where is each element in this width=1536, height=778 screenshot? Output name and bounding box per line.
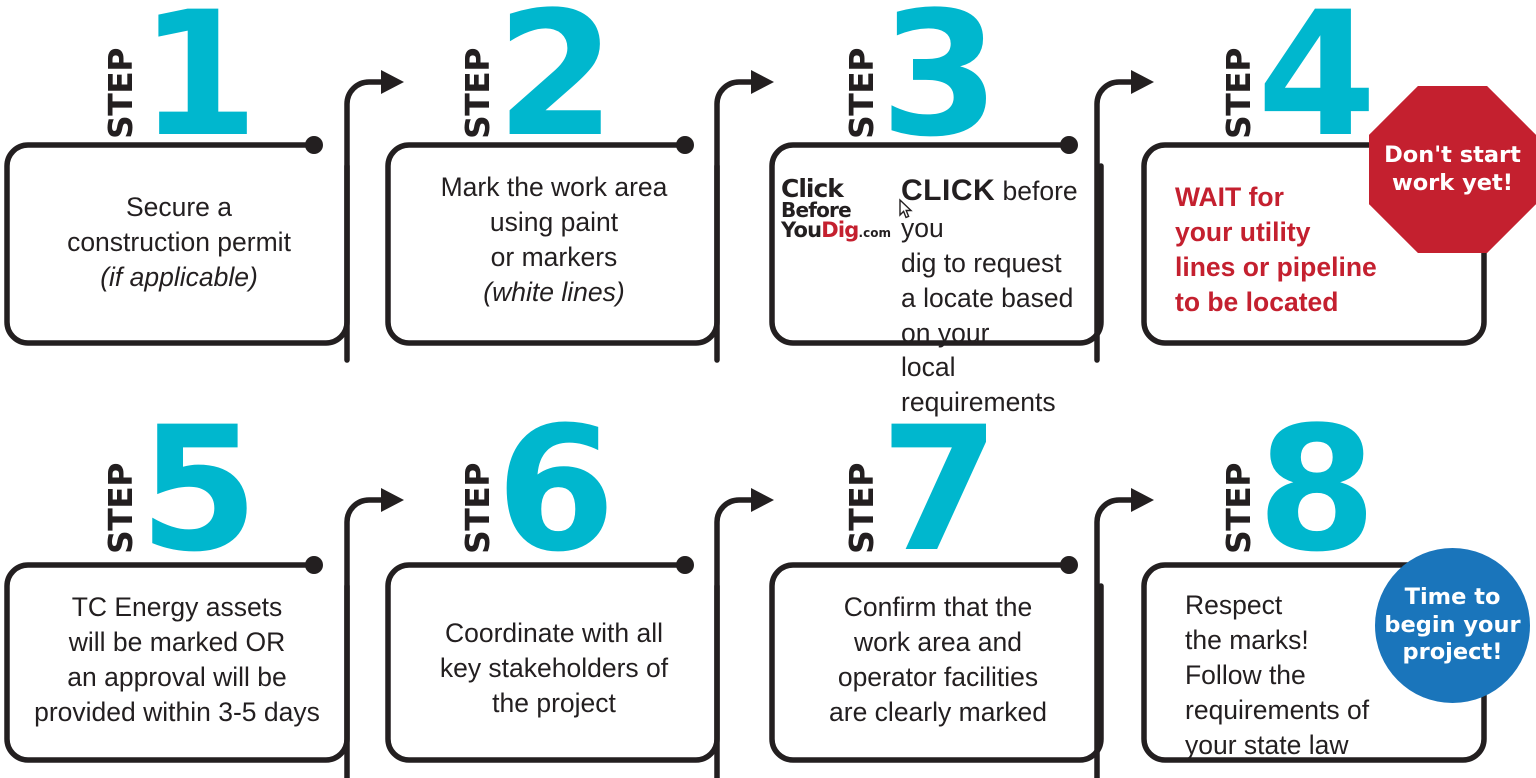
step-8-box: Respect the marks! Follow the requiremen… [1137,558,1497,773]
step-7-number: 7 [880,389,1000,590]
step-6-number: 6 [496,389,616,590]
step-7-box: Confirm that the work area and operator … [765,556,1120,773]
step-6-text: Coordinate with all key stakeholders of … [439,618,669,718]
logo-line-before: Before [781,197,913,221]
step-7-text: Confirm that the work area and operator … [829,592,1047,727]
step-2-connector-dot [676,136,694,154]
step-3-number: 3 [880,0,1000,175]
step-5-text: TC Energy assets will be marked OR an ap… [34,592,320,727]
step-3-label: STEP [842,48,881,140]
connector-7-to-8 [1094,488,1154,778]
step-2-number: 2 [496,0,616,175]
arrow-head-icon [751,488,774,512]
step-3-emphasis: CLICK [901,174,996,207]
connector-2-to-3 [714,70,774,363]
step-1-connector-dot [305,136,323,154]
step-7-label: STEP [842,463,881,555]
step-1-number: 1 [139,0,259,175]
step-8-number: 8 [1257,389,1377,590]
arrow-head-icon [1131,70,1154,94]
step-3-box: Click Before YouDig.com CLICK before you… [765,136,1120,417]
step-3-body: before you dig to request a locate based… [901,176,1078,418]
step-2-body: Mark the work area using paint or marker… [440,172,668,272]
step-2-label: STEP [458,48,497,140]
step-1-box: Secure a construction permit (if applica… [0,136,360,356]
arrow-head-icon [381,70,404,94]
step-4-text: WAIT for your utility lines or pipeline … [1175,182,1377,317]
step-4-box: WAIT for your utility lines or pipeline … [1137,138,1497,356]
logo-line-youdigcom: YouDig.com [781,218,891,243]
step-1-body: Secure a construction permit [67,192,291,257]
step-7-connector-dot [1060,556,1078,574]
step-8-label: STEP [1219,463,1258,555]
arrow-head-icon [751,70,774,94]
step-2-text: Mark the work area using paint or marker… [393,170,715,310]
arrow-head-icon [381,488,404,512]
time-to-begin-badge: Time to begin your project! [1375,548,1530,703]
click-before-you-dig-logo: Click Before YouDig.com [781,171,913,243]
step-5-box: TC Energy assets will be marked OR an ap… [0,556,360,773]
step-8-text: Respect the marks! Follow the requiremen… [1185,590,1370,760]
step-5-connector-dot [305,556,323,574]
connector-3-to-4 [1094,70,1154,363]
step-5-label: STEP [101,463,140,555]
step-1-text: Secure a construction permit (if applica… [14,190,344,295]
time-to-begin-badge-text: Time to begin your project! [1384,583,1521,666]
step-6-box: Coordinate with all key stakeholders of … [381,556,736,773]
logo-line-click: Click [781,174,844,203]
step-3-connector-dot [1060,136,1078,154]
step-2-box: Mark the work area using paint or marker… [381,136,736,356]
step-1-body-italic: (if applicable) [100,261,258,292]
step-4-number: 4 [1257,0,1377,175]
step-6-connector-dot [676,556,694,574]
step-3-text: CLICK before you dig to request a locate… [901,171,1101,420]
connector-5-to-6 [344,488,404,778]
step-6-label: STEP [458,463,497,555]
arrow-head-icon [1131,488,1154,512]
connector-6-to-7 [714,488,774,778]
dont-start-work-badge: Don't start work yet! [1369,86,1536,253]
step-2-body-italic: (white lines) [483,276,625,307]
step-5-number: 5 [139,389,259,590]
dont-start-work-badge-text: Don't start work yet! [1384,142,1521,196]
step-1-label: STEP [101,48,140,140]
step-4-label: STEP [1219,48,1258,140]
connector-1-to-2 [344,70,404,363]
